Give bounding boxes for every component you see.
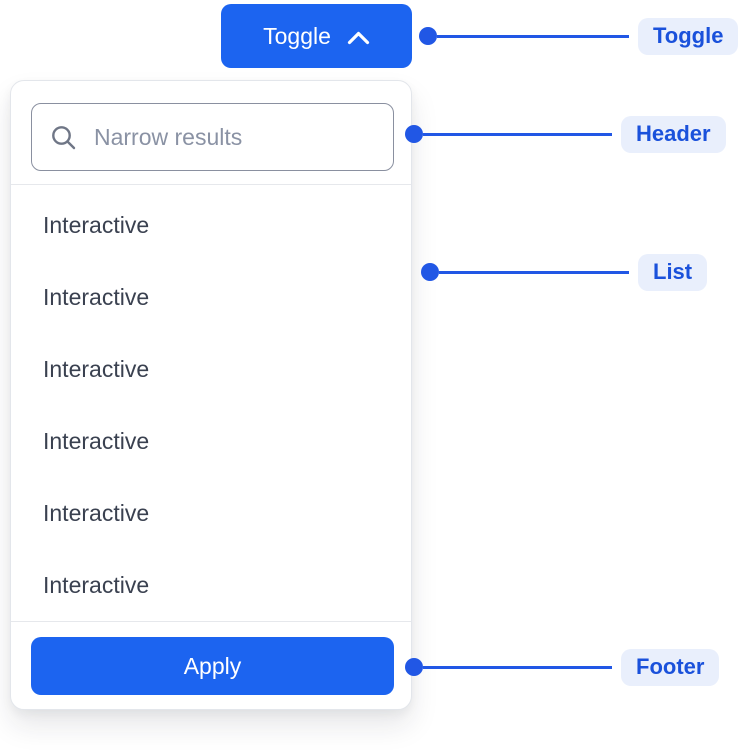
annotation-label-toggle: Toggle	[638, 17, 739, 55]
list-item[interactable]: Interactive	[43, 571, 150, 598]
annotation-label-header: Header	[621, 115, 726, 153]
callout-line	[423, 132, 612, 136]
callout-line	[439, 270, 629, 274]
annotation-label-list: List	[638, 253, 708, 291]
list-item[interactable]: Interactive	[43, 499, 150, 526]
callout-line	[437, 34, 629, 38]
apply-button[interactable]: Apply	[31, 637, 394, 695]
toggle-button[interactable]: Toggle	[221, 4, 412, 68]
callout-dot	[405, 125, 423, 143]
list-item[interactable]: Interactive	[43, 211, 150, 238]
list-item[interactable]: Interactive	[43, 283, 150, 310]
callout-line	[423, 665, 612, 669]
chevron-up-icon	[347, 28, 370, 45]
annotation-footer: Footer	[405, 647, 720, 687]
annotation-header: Header	[405, 114, 726, 154]
dropdown-header	[11, 81, 411, 184]
annotation-label-footer: Footer	[621, 648, 720, 686]
dropdown-panel: Interactive Interactive Interactive Inte…	[10, 80, 412, 710]
search-icon	[50, 124, 77, 151]
dropdown-list: Interactive Interactive Interactive Inte…	[11, 184, 411, 621]
annotation-list: List	[421, 252, 708, 292]
list-item[interactable]: Interactive	[43, 355, 150, 382]
search-input[interactable]	[92, 122, 375, 152]
callout-dot	[421, 263, 439, 281]
list-item[interactable]: Interactive	[43, 427, 150, 454]
callout-dot	[405, 658, 423, 676]
search-box[interactable]	[31, 103, 394, 171]
dropdown-footer: Apply	[11, 621, 411, 709]
callout-dot	[419, 27, 437, 45]
toggle-button-label: Toggle	[263, 22, 331, 49]
annotation-toggle: Toggle	[419, 16, 739, 56]
